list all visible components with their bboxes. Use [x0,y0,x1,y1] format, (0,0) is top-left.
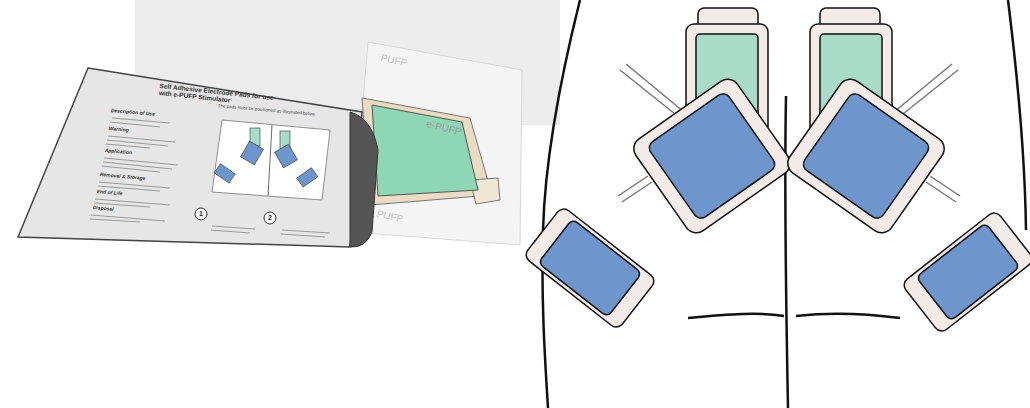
electrode-pair-right [783,8,949,237]
callout-number: 1 [199,210,203,218]
callout-number: 2 [268,214,272,222]
leaflet [18,68,378,247]
electrode-pair-left [629,8,795,237]
mini-illustration [212,120,330,200]
electrode-lower-right [901,210,1030,334]
packet-electrode [362,98,500,205]
body-outline [542,0,1026,408]
electrode-lower-left [523,206,657,330]
pad-packet [352,42,522,245]
